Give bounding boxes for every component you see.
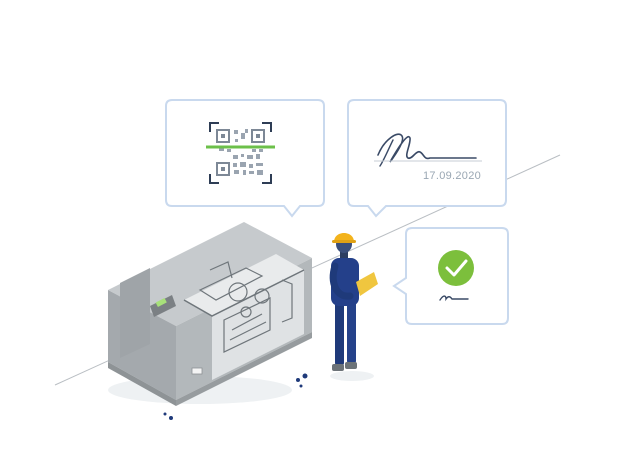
industrial-machine bbox=[108, 222, 312, 406]
signature-bubble bbox=[347, 99, 507, 218]
approval-bubble bbox=[392, 227, 509, 325]
signature-date: 17.09.2020 bbox=[423, 170, 482, 182]
qr-code-icon bbox=[206, 122, 275, 184]
floor-debris bbox=[163, 373, 308, 420]
check-circle-icon bbox=[438, 250, 474, 286]
qr-scan-bubble bbox=[165, 99, 325, 218]
signature-icon bbox=[374, 133, 482, 167]
worker-figure bbox=[329, 233, 378, 381]
approval-signature-icon bbox=[439, 295, 469, 302]
